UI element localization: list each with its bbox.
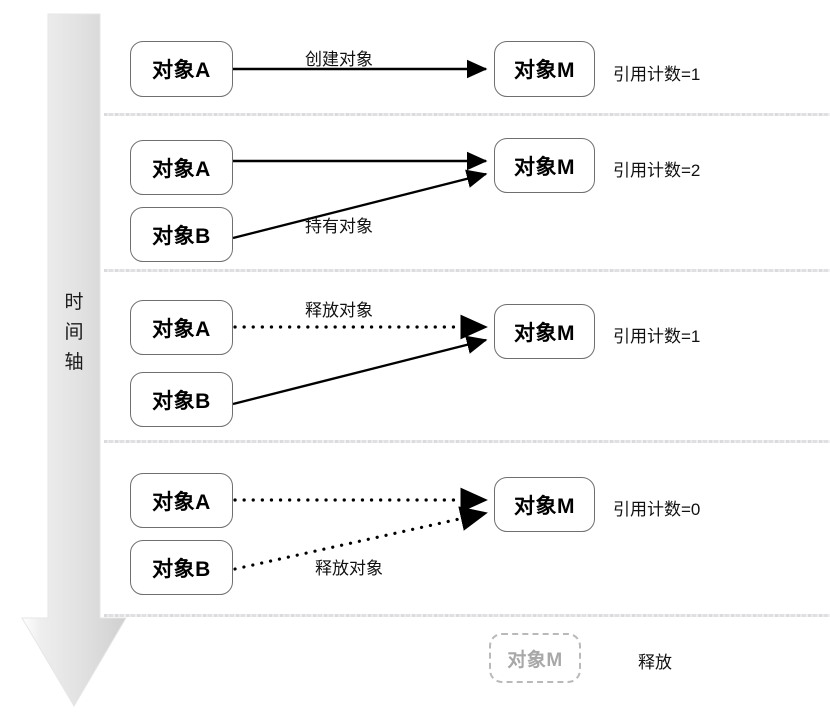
- edge-label-release-object-stage4: 释放对象: [315, 559, 383, 578]
- edge-label-release-object-stage3: 释放对象: [305, 301, 373, 320]
- stage-separator-3: [104, 440, 830, 443]
- refcount-label-stage4: 引用计数=0: [613, 500, 701, 519]
- object-box-b-stage4[interactable]: 对象B: [130, 540, 233, 595]
- object-box-m-stage2[interactable]: 对象M: [494, 138, 595, 193]
- edge-stage3-b-to-m: [232, 335, 488, 406]
- timeline-label: 时 间 轴: [48, 288, 100, 378]
- object-box-m-released-ghost: 对象M: [489, 633, 581, 683]
- timeline-label-char-0: 时: [64, 292, 84, 313]
- refcount-label-stage1: 引用计数=1: [613, 65, 701, 84]
- object-box-b-stage2[interactable]: 对象B: [130, 207, 233, 262]
- object-box-m-stage3[interactable]: 对象M: [494, 304, 595, 359]
- object-box-a-stage2[interactable]: 对象A: [130, 140, 233, 195]
- timeline-label-char-1: 间: [64, 322, 84, 343]
- object-box-a-stage1[interactable]: 对象A: [130, 41, 233, 97]
- edge-label-create-object: 创建对象: [305, 50, 373, 69]
- released-label: 释放: [638, 653, 672, 672]
- refcount-label-stage3: 引用计数=1: [613, 327, 701, 346]
- stage-separator-1: [104, 113, 830, 116]
- object-box-a-stage3[interactable]: 对象A: [130, 300, 233, 355]
- object-box-a-stage4[interactable]: 对象A: [130, 473, 233, 528]
- object-box-m-stage1[interactable]: 对象M: [494, 41, 595, 97]
- stage-separator-2: [104, 269, 830, 272]
- timeline-label-char-2: 轴: [64, 352, 84, 373]
- edge-label-hold-object: 持有对象: [305, 217, 373, 236]
- stage-separator-4: [104, 614, 830, 617]
- object-box-b-stage3[interactable]: 对象B: [130, 372, 233, 427]
- refcount-label-stage2: 引用计数=2: [613, 161, 701, 180]
- object-box-m-stage4[interactable]: 对象M: [494, 477, 595, 532]
